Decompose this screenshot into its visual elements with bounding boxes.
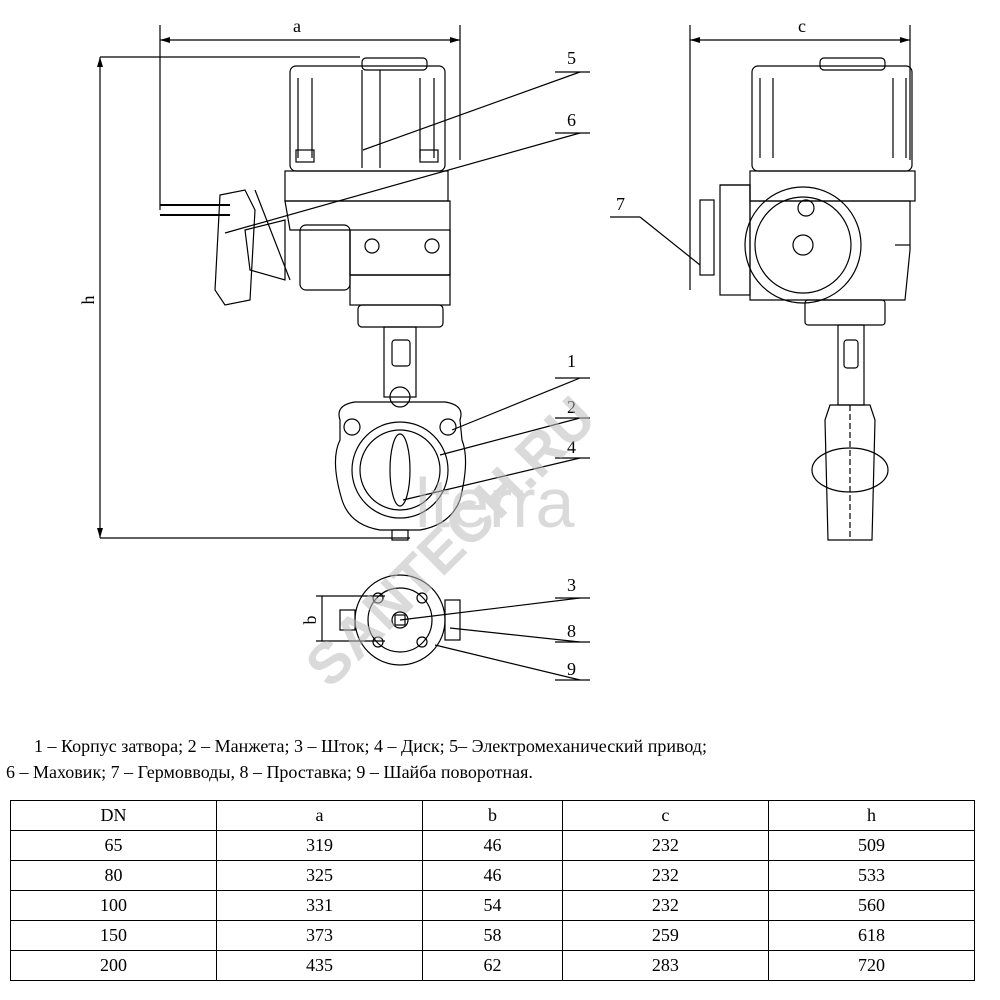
header-c: c	[561, 800, 769, 831]
cell: 62	[422, 950, 563, 981]
cell: 232	[561, 860, 769, 891]
callout-6: 6	[567, 110, 576, 130]
leader-1	[451, 377, 581, 431]
cell: 560	[767, 890, 976, 921]
table-row: 80 325 46 232 533	[9, 860, 976, 891]
technical-drawing: a c h b 1 2 3 4 5 6 7 8 9 lterra SANTECH…	[78, 16, 916, 699]
cell: 331	[216, 890, 424, 921]
dim-label-b: b	[300, 616, 320, 625]
leader-3-bottom	[399, 597, 581, 621]
cell: 232	[561, 890, 769, 921]
cell: 80	[9, 860, 218, 891]
callout-5: 5	[567, 48, 576, 68]
leader-6	[224, 132, 581, 234]
cell: 533	[767, 860, 976, 891]
leader-4	[402, 457, 581, 501]
table-row: 100 331 54 232 560	[9, 890, 976, 921]
cell: 373	[216, 920, 424, 951]
cell: 54	[422, 890, 563, 921]
cell: 46	[422, 830, 563, 861]
header-dn: DN	[9, 800, 218, 831]
header-h: h	[767, 800, 976, 831]
callout-3: 3	[567, 575, 576, 595]
cell: 319	[216, 830, 424, 861]
callout-7: 7	[616, 194, 625, 214]
cell: 200	[9, 950, 218, 981]
cell: 100	[9, 890, 218, 921]
cell: 65	[9, 830, 218, 861]
table-header-row: DN a b c h	[9, 800, 976, 831]
leader-8	[449, 627, 581, 643]
cell: 150	[9, 920, 218, 951]
cell: 283	[561, 950, 769, 981]
leader-7	[639, 216, 701, 266]
leader-2	[439, 417, 581, 456]
table-row: 65 319 46 232 509	[9, 830, 976, 861]
cell: 435	[216, 950, 424, 981]
cell: 509	[767, 830, 976, 861]
table-row: 200 435 62 283 720	[9, 950, 976, 981]
dimensions-table: DN a b c h 65 319 46 232 509 80 325 46 2…	[9, 800, 976, 981]
callout-2: 2	[567, 397, 576, 417]
callout-4: 4	[567, 437, 576, 457]
cell: 618	[767, 920, 976, 951]
dim-label-a: a	[293, 16, 301, 36]
cell: 325	[216, 860, 424, 891]
callout-9: 9	[567, 659, 576, 679]
leader-9	[434, 644, 581, 681]
watermark-logo: lterra	[415, 464, 575, 542]
callout-1: 1	[567, 351, 576, 371]
legend-line-2: 6 – Маховик; 7 – Гермовводы, 8 – Простав…	[6, 762, 533, 782]
cell: 58	[422, 920, 563, 951]
cell: 232	[561, 830, 769, 861]
cell: 259	[561, 920, 769, 951]
header-b: b	[422, 800, 563, 831]
callout-8: 8	[567, 621, 576, 641]
header-a: a	[216, 800, 424, 831]
legend-line-1: 1 – Корпус затвора; 2 – Манжета; 3 – Што…	[34, 736, 707, 756]
dim-label-c: c	[798, 16, 806, 36]
leader-5	[362, 71, 581, 151]
table-row: 150 373 58 259 618	[9, 920, 976, 951]
cell: 720	[767, 950, 976, 981]
cell: 46	[422, 860, 563, 891]
dim-label-h: h	[78, 296, 98, 305]
